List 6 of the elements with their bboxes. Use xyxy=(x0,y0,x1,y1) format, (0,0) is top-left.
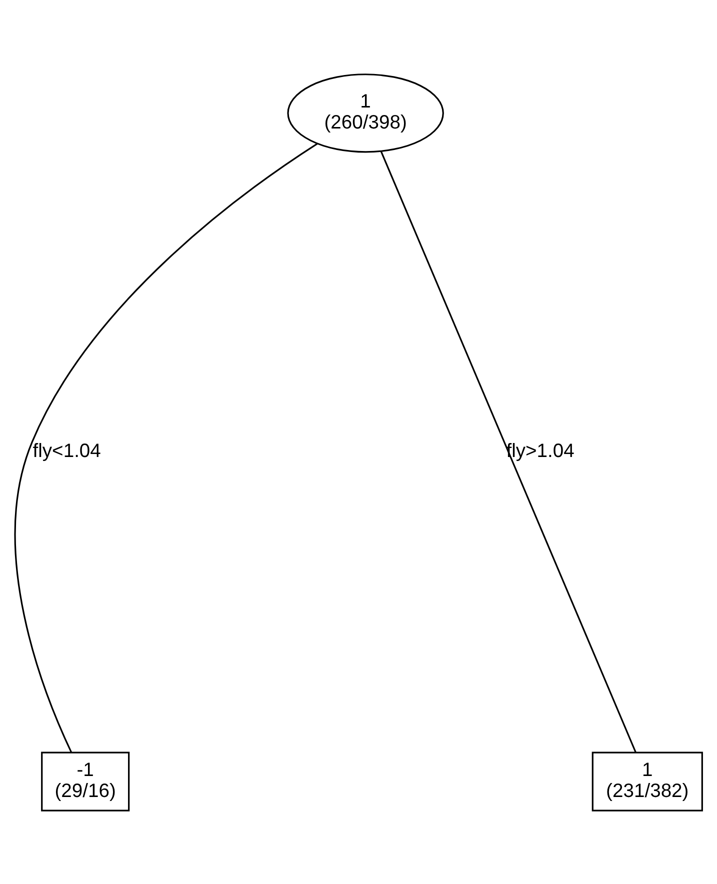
connector xyxy=(14,142,318,752)
edge-label: fly<1.04 xyxy=(32,440,101,462)
node-ellipse: 1 (260/398) xyxy=(287,73,444,152)
connector xyxy=(380,150,637,752)
node-box: 1 (231/382) xyxy=(592,751,703,811)
node-box: -1 (29/16) xyxy=(41,751,130,811)
